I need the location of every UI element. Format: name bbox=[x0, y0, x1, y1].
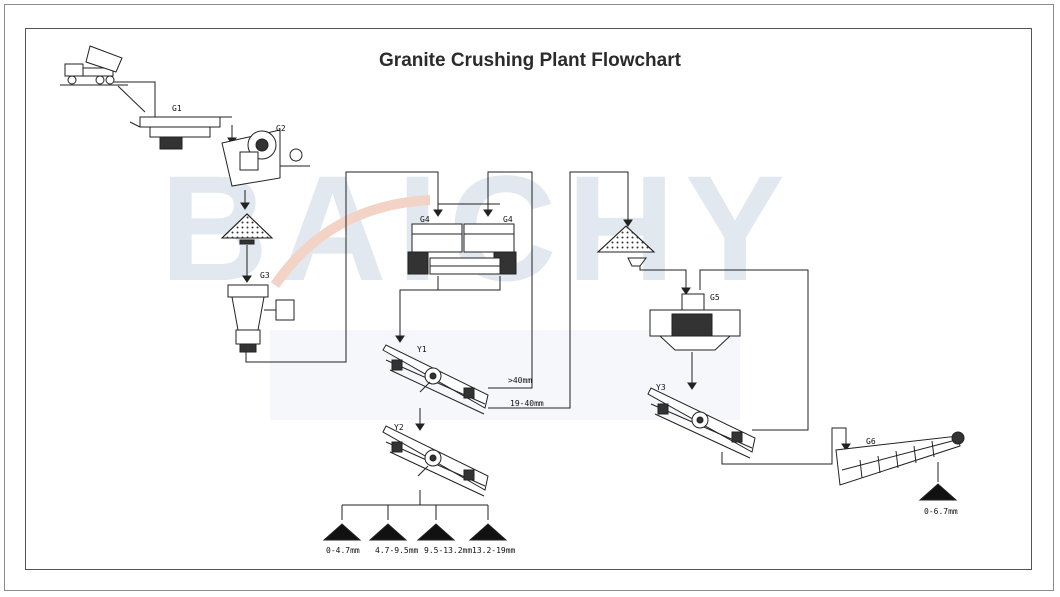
product-piles bbox=[322, 523, 508, 541]
g1-vibrating-feeder bbox=[129, 116, 232, 150]
label-y3: Y3 bbox=[656, 383, 666, 392]
y3-vibrating-screen bbox=[647, 387, 756, 459]
stockpile-2-icon bbox=[596, 225, 656, 267]
label-y1: Y1 bbox=[417, 345, 427, 354]
y1-vibrating-screen bbox=[382, 344, 489, 415]
product-pile-3 bbox=[416, 523, 456, 541]
inner-frame bbox=[25, 28, 1032, 570]
sand-product-label: 0-6.7mm bbox=[924, 507, 958, 516]
label-g6: G6 bbox=[866, 437, 876, 446]
g2-jaw-crusher bbox=[221, 129, 310, 187]
y2-vibrating-screen bbox=[382, 425, 489, 497]
product-pile-1 bbox=[322, 523, 362, 541]
label-g2: G2 bbox=[276, 124, 286, 133]
g4-cone-crusher-pair bbox=[407, 223, 517, 275]
g5-sand-making-machine bbox=[649, 293, 741, 351]
stockpile-1-icon bbox=[220, 213, 274, 245]
g6-sand-washer bbox=[835, 431, 965, 486]
dump-truck-icon bbox=[60, 45, 128, 86]
product-label-4: 13.2-19mm bbox=[472, 546, 516, 555]
watermark-swoosh bbox=[270, 195, 431, 288]
product-pile-2 bbox=[368, 523, 408, 541]
g3-cone-crusher bbox=[227, 284, 295, 353]
label-oversize: >40mm bbox=[508, 376, 532, 385]
product-label-2: 4.7-9.5mm bbox=[375, 546, 419, 555]
label-g4-left: G4 bbox=[420, 215, 430, 224]
label-g5: G5 bbox=[710, 293, 720, 302]
label-g4-right: G4 bbox=[503, 215, 513, 224]
label-y2: Y2 bbox=[394, 423, 404, 432]
equipment-labels: G1 G2 G3 G4 G4 G5 G6 Y1 Y2 Y3 >40mm 19-4… bbox=[172, 104, 958, 555]
label-middle-size: 19-40mm bbox=[510, 399, 544, 408]
page-title: Granite Crushing Plant Flowchart bbox=[379, 50, 681, 71]
product-label-1: 0-4.7mm bbox=[326, 546, 360, 555]
product-label-3: 9.5-13.2mm bbox=[424, 546, 472, 555]
label-g1: G1 bbox=[172, 104, 182, 113]
label-g3: G3 bbox=[260, 271, 270, 280]
sand-product-pile bbox=[918, 483, 958, 501]
outer-frame bbox=[4, 4, 1054, 591]
product-pile-4 bbox=[468, 523, 508, 541]
